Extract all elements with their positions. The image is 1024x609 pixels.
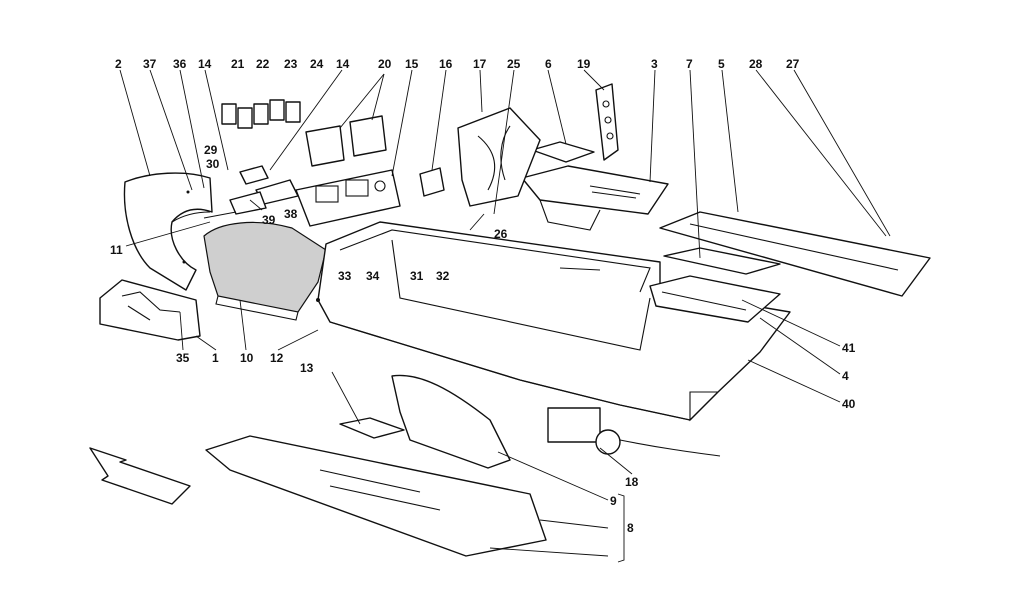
part-switch-panel: [295, 169, 401, 227]
callout-34: 34: [366, 269, 380, 283]
callout-24: 24: [310, 57, 324, 71]
part-switches: [305, 115, 387, 167]
part-lower-panel: [205, 435, 547, 557]
direction-arrow-icon: [89, 447, 191, 505]
part-tray: [649, 275, 781, 323]
callout-20: 20: [378, 57, 392, 71]
callout-2: 2: [115, 57, 122, 71]
callout-23: 23: [284, 57, 298, 71]
leader-lines: [119, 69, 891, 557]
part-handbrake-boot: [391, 374, 511, 469]
part-console-body: [316, 221, 791, 422]
part-small-tray: [339, 417, 405, 439]
callout-22: 22: [256, 57, 270, 71]
part-tunnel-cover: [203, 221, 327, 321]
callout-labels: 2 37 36 14 21 22 23 24 14 20 15 16 17 25…: [110, 57, 856, 535]
part-bracket-plate: [457, 107, 541, 207]
callout-14-right: 14: [336, 57, 350, 71]
part-lid-panel: [663, 247, 781, 275]
callout-29: 29: [204, 143, 218, 157]
callout-1: 1: [212, 351, 219, 365]
callout-3: 3: [651, 57, 658, 71]
callout-4: 4: [842, 369, 849, 383]
callout-27: 27: [786, 57, 800, 71]
callout-14-left: 14: [198, 57, 212, 71]
callout-31: 31: [410, 269, 424, 283]
callout-8: 8: [627, 521, 634, 535]
callout-12: 12: [270, 351, 284, 365]
callout-32: 32: [436, 269, 450, 283]
part-side-shroud: [123, 172, 213, 291]
part-small-lid: [531, 141, 595, 163]
callout-39: 39: [262, 213, 276, 227]
part-module: [419, 167, 445, 197]
part-perforated-strip: [595, 83, 619, 161]
callout-6: 6: [545, 57, 552, 71]
callout-7: 7: [686, 57, 693, 71]
callout-18: 18: [625, 475, 639, 489]
callout-36: 36: [173, 57, 187, 71]
callout-40: 40: [842, 397, 856, 411]
callout-35: 35: [176, 351, 190, 365]
part-bracket-base: [99, 279, 201, 341]
callout-26: 26: [494, 227, 508, 241]
part-small-brackets: [229, 165, 299, 215]
part-upper-tray: [521, 165, 669, 231]
callout-21: 21: [231, 57, 245, 71]
callout-33: 33: [338, 269, 352, 283]
callout-16: 16: [439, 57, 453, 71]
callout-38: 38: [284, 207, 298, 221]
callout-30: 30: [206, 157, 220, 171]
part-actuator: [547, 407, 721, 457]
callout-17: 17: [473, 57, 487, 71]
callout-5: 5: [718, 57, 725, 71]
part-long-trim: [659, 211, 931, 297]
callout-37: 37: [143, 57, 157, 71]
callout-9: 9: [610, 494, 617, 508]
callout-15: 15: [405, 57, 419, 71]
callout-19: 19: [577, 57, 591, 71]
callout-28: 28: [749, 57, 763, 71]
callout-13: 13: [300, 361, 314, 375]
callout-41: 41: [842, 341, 856, 355]
callout-10: 10: [240, 351, 254, 365]
part-relay-cluster: [221, 99, 301, 129]
callout-11: 11: [110, 243, 123, 257]
callout-25: 25: [507, 57, 521, 71]
